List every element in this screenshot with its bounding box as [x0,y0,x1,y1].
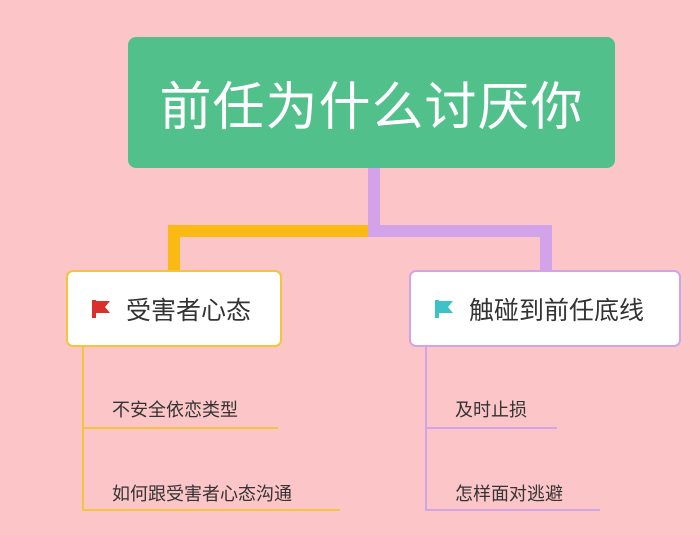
flag-icon [92,299,110,318]
connector-left-h [168,225,368,237]
branch-label: 受害者心态 [126,295,252,325]
sub-underline [425,427,557,429]
subtopic[interactable]: 怎样面对逃避 [455,484,563,505]
branch-label: 触碰到前任底线 [469,295,645,325]
flag-icon [435,299,453,318]
sub-underline [82,509,340,511]
branch-bottom-line[interactable]: 触碰到前任底线 [409,270,681,347]
branch-victim-mentality[interactable]: 受害者心态 [66,270,282,347]
root-topic[interactable]: 前任为什么讨厌你 [128,37,615,168]
subtopic[interactable]: 如何跟受害者心态沟通 [112,484,292,505]
connector-root [368,168,380,237]
sub-connector [425,347,427,511]
connector-left-v [168,225,180,271]
sub-underline [425,509,600,511]
sub-connector [82,347,84,511]
sub-underline [82,427,278,429]
subtopic[interactable]: 及时止损 [455,400,527,421]
root-topic-label: 前任为什么讨厌你 [159,78,584,138]
subtopic[interactable]: 不安全依恋类型 [112,400,238,421]
connector-right-v [540,225,552,271]
connector-right-h [368,225,552,237]
